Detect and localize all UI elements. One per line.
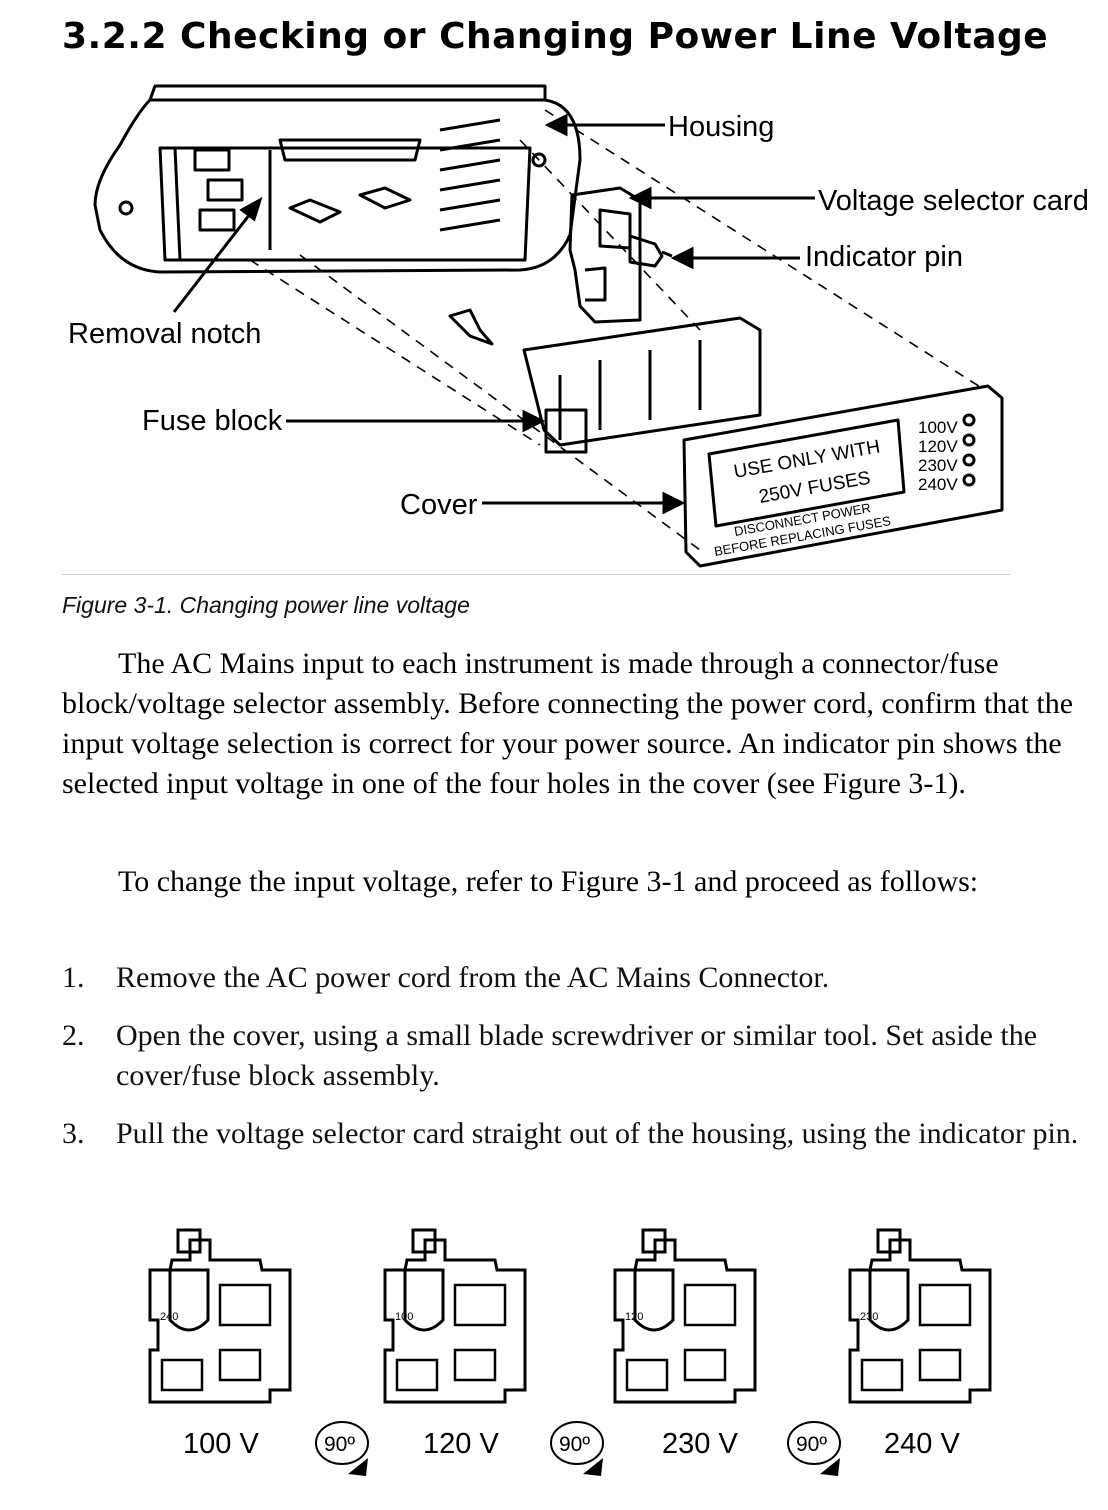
step-number: 1. bbox=[62, 961, 85, 994]
voltage-240: 240V bbox=[918, 475, 958, 494]
section-heading: 3.2.2 Checking or Changing Power Line Vo… bbox=[62, 16, 1049, 57]
figure-3-1: USE ONLY WITH 250V FUSES DISCONNECT POWE… bbox=[0, 70, 1108, 570]
label-housing: Housing bbox=[668, 111, 774, 143]
voltage-120: 120V bbox=[918, 437, 958, 456]
rotation-indicator-1: 90º bbox=[324, 1433, 355, 1456]
cover-plate bbox=[682, 384, 1004, 568]
card-label-120v: 120 V bbox=[423, 1428, 499, 1460]
card-edge-mark: 120 bbox=[625, 1311, 643, 1323]
screw bbox=[448, 308, 494, 346]
label-cover: Cover bbox=[400, 489, 478, 521]
step-number: 2. bbox=[62, 1019, 85, 1052]
housing-opening bbox=[158, 146, 532, 262]
figure-divider bbox=[62, 574, 1010, 575]
card-label-230v: 230 V bbox=[662, 1428, 738, 1460]
label-indicator-pin: Indicator pin bbox=[805, 241, 963, 273]
step-text: Pull the voltage selector card straight … bbox=[116, 1117, 1079, 1150]
label-removal-notch: Removal notch bbox=[68, 318, 261, 350]
rotation-indicator-3: 90º bbox=[796, 1433, 827, 1456]
rotation-indicator-2: 90º bbox=[559, 1433, 590, 1456]
paragraph-intro: The AC Mains input to each instrument is… bbox=[62, 647, 1074, 800]
voltage-selector-card-shape bbox=[568, 186, 642, 324]
exploded-assembly-diagram: USE ONLY WITH 250V FUSES DISCONNECT POWE… bbox=[68, 84, 1089, 568]
indicator-pin-shape bbox=[628, 234, 664, 268]
label-fuse-block: Fuse block bbox=[142, 405, 283, 437]
step-item: 1. Remove the AC power cord from the AC M… bbox=[62, 958, 1092, 998]
card-label-240v: 240 V bbox=[884, 1428, 960, 1460]
card-label-100v: 100 V bbox=[183, 1428, 259, 1460]
paragraph-procedure: To change the input voltage, refer to Fi… bbox=[118, 865, 979, 898]
step-text: Open the cover, using a small blade scre… bbox=[116, 1019, 1038, 1092]
fuse bbox=[544, 408, 588, 454]
card-orientation-diagram: 240 100 120 230 100 V 120 V 230 V 240 V … bbox=[148, 1228, 992, 1476]
selector-card-orientations: 240 100 120 230 100 V 120 V 230 V 240 V … bbox=[0, 1218, 1108, 1498]
step-item: 2. Open the cover, using a small blade sc… bbox=[62, 1016, 1092, 1096]
fuse-block-shape bbox=[522, 316, 762, 447]
label-voltage-selector-card: Voltage selector card bbox=[818, 185, 1089, 217]
card-edge-mark: 240 bbox=[160, 1311, 178, 1323]
housing-flange bbox=[93, 98, 582, 274]
step-text: Remove the AC power cord from the AC Mai… bbox=[116, 961, 830, 994]
card-edge-mark: 100 bbox=[395, 1311, 413, 1323]
card-edge-mark: 230 bbox=[860, 1311, 878, 1323]
mounting-hole bbox=[118, 200, 134, 216]
voltage-100: 100V bbox=[918, 418, 958, 437]
connector-pin bbox=[193, 148, 231, 172]
step-item: 3. Pull the voltage selector card straigh… bbox=[62, 1114, 1092, 1154]
step-number: 3. bbox=[62, 1117, 85, 1150]
procedure-steps: 1. Remove the AC power cord from the AC M… bbox=[62, 958, 1092, 1172]
figure-caption: Figure 3-1. Changing power line voltage bbox=[62, 592, 470, 618]
voltage-230: 230V bbox=[918, 456, 958, 475]
